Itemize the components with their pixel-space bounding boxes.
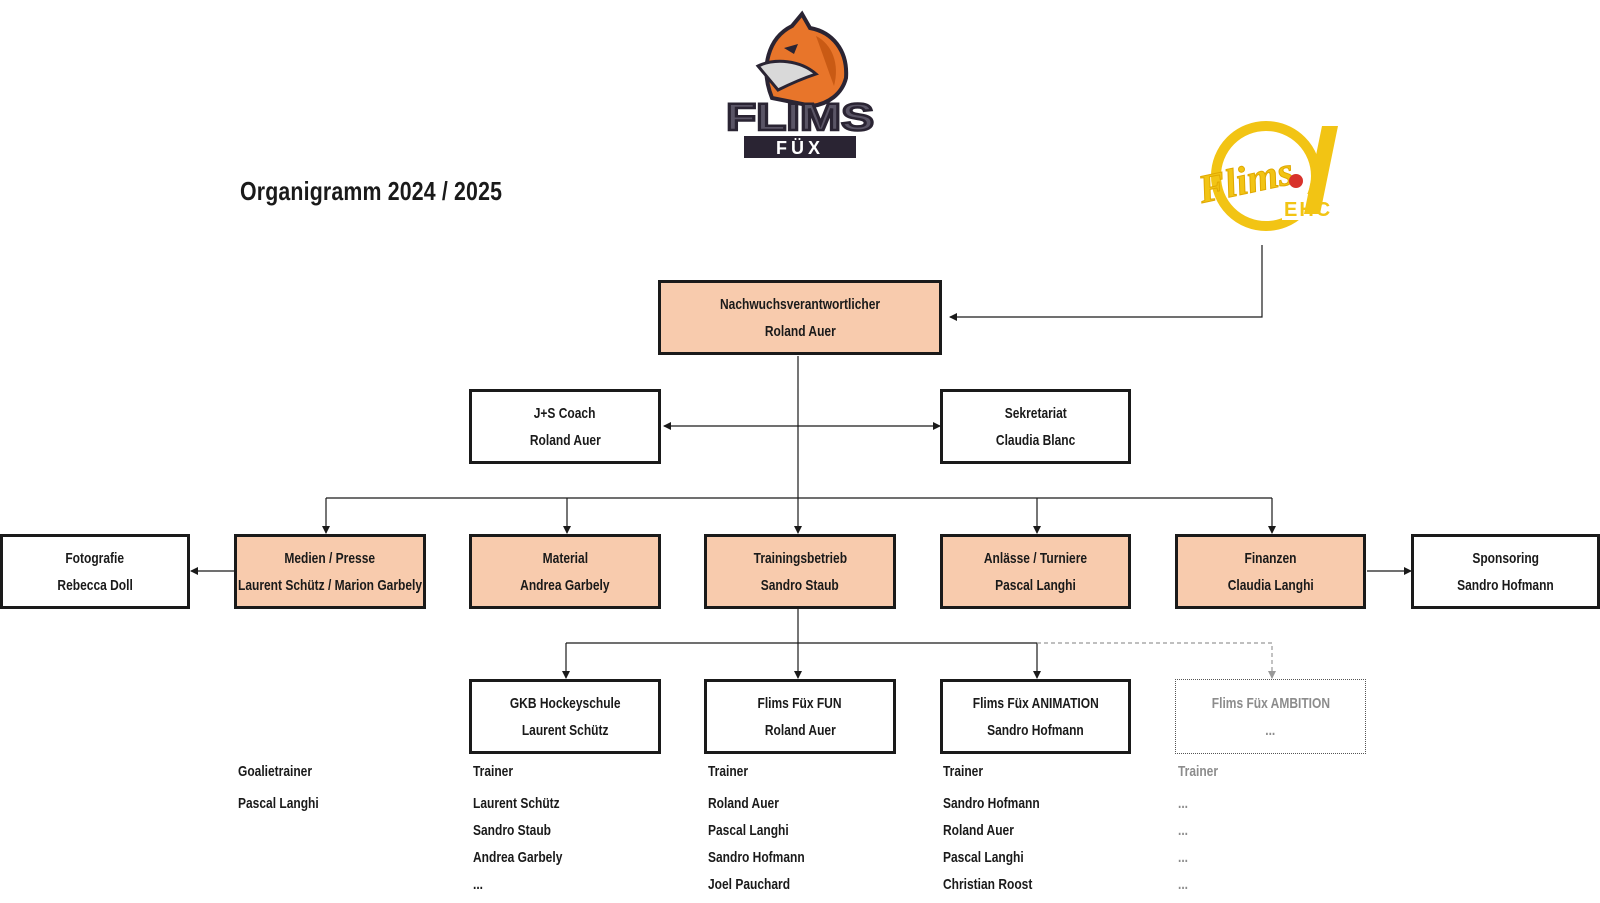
connector-to-ambition	[1037, 642, 1276, 679]
box-finanzen: Finanzen Claudia Langhi	[1175, 534, 1366, 609]
list-heading: Trainer	[1178, 763, 1219, 780]
box-name: Roland Auer	[764, 721, 836, 739]
list-heading: Trainer	[943, 763, 984, 780]
list-animation-trainer: Trainer Sandro Hofmann Roland Auer Pasca…	[943, 763, 1064, 903]
list-item: Sandro Hofmann	[708, 849, 805, 866]
box-role: Fotografie	[65, 549, 125, 567]
fux-logo-bottom-text: FÜX	[776, 138, 824, 158]
box-name: Pascal Langhi	[995, 576, 1076, 594]
box-name: Roland Auer	[529, 431, 601, 449]
box-name: Roland Auer	[764, 322, 836, 340]
box-nachwuchsverantwortlicher: Nachwuchsverantwortlicher Roland Auer	[658, 280, 942, 355]
box-name: Sandro Hofmann	[987, 721, 1084, 739]
flims-ehc-logo: Flims EHC	[1192, 118, 1352, 238]
box-flims-fux-animation: Flims Füx ANIMATION Sandro Hofmann	[940, 679, 1131, 754]
list-item: ...	[473, 876, 484, 893]
list-item: Roland Auer	[943, 822, 1014, 839]
list-item: ...	[1178, 822, 1189, 839]
list-item: Andrea Garbely	[473, 849, 563, 866]
box-role: Material	[542, 549, 588, 567]
list-item: Joel Pauchard	[708, 876, 791, 893]
page-title: Organigramm 2024 / 2025	[240, 176, 503, 206]
list-fun-trainer: Trainer Roland Auer Pascal Langhi Sandro…	[708, 763, 829, 903]
box-role: Flims Füx FUN	[757, 694, 842, 712]
box-sekretariat: Sekretariat Claudia Blanc	[940, 389, 1131, 464]
fux-logo-top-text: FLIMS	[726, 97, 874, 139]
box-sponsoring: Sponsoring Sandro Hofmann	[1411, 534, 1600, 609]
box-role: Trainingsbetrieb	[753, 549, 847, 567]
box-role: Flims Füx AMBITION	[1211, 694, 1330, 712]
list-item: Pascal Langhi	[238, 795, 319, 812]
box-name: Laurent Schütz	[521, 721, 609, 739]
box-material: Material Andrea Garbely	[469, 534, 661, 609]
box-name: Andrea Garbely	[520, 576, 610, 594]
box-role: Sekretariat	[1004, 404, 1067, 422]
list-item: Christian Roost	[943, 876, 1033, 893]
box-name: Sandro Staub	[760, 576, 839, 594]
flims-fux-logo: FLIMS FÜX	[720, 8, 880, 163]
list-heading: Trainer	[708, 763, 749, 780]
box-name: Sandro Hofmann	[1457, 576, 1554, 594]
box-role: J+S Coach	[534, 404, 596, 422]
list-item: Pascal Langhi	[943, 849, 1024, 866]
box-flims-fux-ambition: Flims Füx AMBITION ...	[1175, 679, 1366, 754]
box-name: Laurent Schütz / Marion Garbely	[237, 576, 423, 594]
box-anlaesse-turniere: Anlässe / Turniere Pascal Langhi	[940, 534, 1131, 609]
list-item: Laurent Schütz	[473, 795, 560, 812]
list-item: ...	[1178, 849, 1189, 866]
list-goalietrainer: Goalietrainer Pascal Langhi	[238, 763, 339, 822]
box-js-coach: J+S Coach Roland Auer	[469, 389, 661, 464]
box-flims-fux-fun: Flims Füx FUN Roland Auer	[704, 679, 896, 754]
box-role: GKB Hockeyschule	[509, 694, 621, 712]
list-item: Pascal Langhi	[708, 822, 789, 839]
box-role: Flims Füx ANIMATION	[972, 694, 1099, 712]
list-item: Roland Auer	[708, 795, 779, 812]
box-name: Claudia Langhi	[1227, 576, 1314, 594]
box-medien-presse: Medien / Presse Laurent Schütz / Marion …	[234, 534, 426, 609]
ehc-logo-script: Flims	[1193, 148, 1297, 212]
connector-ehc-to-head	[949, 245, 1263, 321]
box-role: Nachwuchsverantwortlicher	[719, 295, 881, 313]
box-role: Anlässe / Turniere	[983, 549, 1088, 567]
ehc-logo-abbr: EHC	[1284, 199, 1332, 221]
box-name: Rebecca Doll	[57, 576, 133, 594]
box-role: Medien / Presse	[284, 549, 376, 567]
list-item: Sandro Staub	[473, 822, 552, 839]
list-item: Sandro Hofmann	[943, 795, 1040, 812]
box-name: Claudia Blanc	[995, 431, 1076, 449]
list-item: ...	[1178, 795, 1189, 812]
list-heading: Trainer	[473, 763, 514, 780]
box-role: Finanzen	[1244, 549, 1297, 567]
box-name: ...	[1265, 721, 1276, 739]
list-heading: Goalietrainer	[238, 763, 313, 780]
list-ambition-trainer: Trainer ... ... ... ...	[1178, 763, 1228, 903]
list-item: ...	[1178, 876, 1189, 893]
list-gkb-trainer: Trainer Laurent Schütz Sandro Staub Andr…	[473, 763, 585, 903]
box-role: Sponsoring	[1472, 549, 1539, 567]
box-gkb-hockeyschule: GKB Hockeyschule Laurent Schütz	[469, 679, 661, 754]
box-fotografie: Fotografie Rebecca Doll	[0, 534, 190, 609]
box-trainingsbetrieb: Trainingsbetrieb Sandro Staub	[704, 534, 896, 609]
